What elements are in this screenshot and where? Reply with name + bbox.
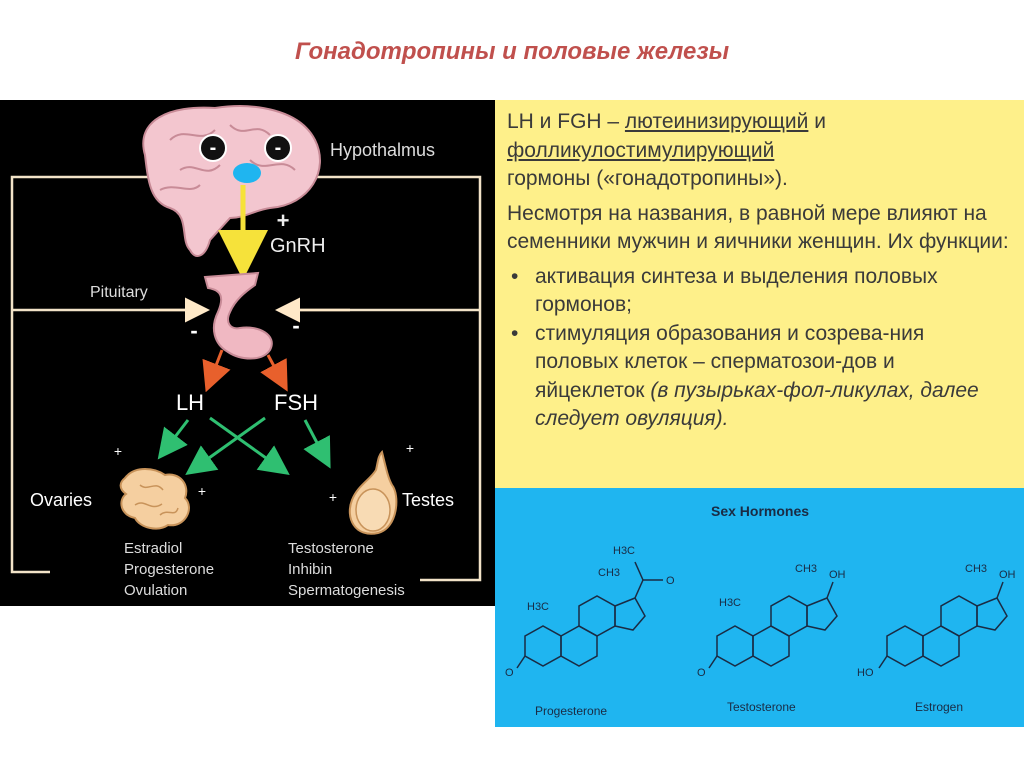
- hormone-diagram: - - Hypothalmus + GnRH Pituitary - - LH …: [0, 100, 495, 606]
- ovary-product: Ovulation: [124, 582, 187, 599]
- hormone-label: Testosterone: [727, 700, 796, 714]
- fsh-to-testes-arrow: [303, 419, 331, 469]
- lh-release-arrow: [202, 349, 231, 393]
- plus-sign: +: [329, 489, 337, 505]
- slide-title: Гонадотропины и половые железы: [294, 38, 730, 65]
- group-label: O: [697, 667, 706, 679]
- minus-sign: -: [210, 137, 217, 159]
- lh-to-ovaries-arrow: [157, 419, 190, 460]
- feedback-lines: [10, 175, 482, 582]
- pituitary-label: Pituitary: [90, 284, 148, 301]
- text-run: фолликулостимулирующий: [507, 138, 775, 162]
- brain-illustration: [142, 105, 321, 257]
- ovary-product: Progesterone: [124, 561, 214, 578]
- ovary-illustration: [119, 468, 190, 530]
- inhibit-icon-left: [199, 134, 227, 162]
- fsh-label: FSH: [274, 390, 318, 415]
- lh-to-testes-arrow: [209, 416, 290, 475]
- group-label: CH3: [598, 567, 620, 579]
- group-label: OH: [999, 569, 1016, 581]
- plus-sign: +: [406, 440, 414, 456]
- testis-product: Spermatogenesis: [288, 582, 405, 599]
- testosterone-structure: [708, 581, 838, 669]
- text-run: стимуляция образования и созрева-ния пол…: [535, 321, 925, 402]
- list-item: активация синтеза и выделения половых го…: [507, 263, 1010, 320]
- fsh-to-ovaries-arrow: [185, 416, 266, 475]
- fsh-release-arrow: [260, 354, 288, 392]
- hypothalamus-label: Hypothalmus: [330, 140, 435, 160]
- text-panel: LH и FGH – лютеинизирующий и фолликулост…: [495, 100, 1024, 488]
- ovaries-label: Ovaries: [30, 490, 92, 510]
- text-run: лютеинизирующий: [624, 110, 809, 133]
- inhibit-icon-right: [264, 134, 292, 162]
- minus-sign: -: [275, 137, 282, 159]
- progesterone-structure: [516, 561, 663, 669]
- group-label: H3C: [719, 597, 741, 609]
- function-list: активация синтеза и выделения половых го…: [507, 263, 1010, 434]
- group-label: OH: [829, 569, 846, 581]
- hormone-label: Progesterone: [535, 704, 607, 718]
- group-label: O: [666, 575, 675, 587]
- function-paragraph: Несмотря на названия, в равной мере влия…: [507, 201, 1009, 254]
- lh-label: LH: [176, 390, 204, 415]
- group-label: CH3: [795, 563, 817, 575]
- estrogen-structure: [878, 581, 1008, 669]
- group-label: O: [505, 667, 514, 679]
- hypothalamus-spot: [233, 163, 261, 183]
- plus-sign: +: [114, 443, 122, 459]
- hormone-label: Estrogen: [915, 700, 963, 714]
- testis-product: Inhibin: [288, 561, 332, 578]
- testes-label: Testes: [402, 490, 454, 510]
- text-run: гормоны («гонадотропины»).: [507, 167, 788, 191]
- group-label: H3C: [527, 601, 549, 613]
- group-label: CH3: [965, 563, 987, 575]
- minus-sign: -: [292, 313, 299, 338]
- list-item: стимуляция образования и созрева-ния пол…: [507, 320, 1010, 434]
- plus-sign: +: [277, 208, 290, 233]
- text-run: LH и FGH –: [507, 110, 625, 133]
- sex-hormones-panel: Sex Hormones H3C CH3 H3C O O Progesteron…: [495, 488, 1024, 727]
- group-label: HO: [857, 667, 874, 679]
- text-run: и: [808, 110, 826, 133]
- minus-sign: -: [190, 318, 197, 343]
- sex-hormones-title: Sex Hormones: [711, 503, 809, 519]
- text-run: (в пузырьках-фол-ликулах, далее следует …: [535, 378, 979, 431]
- group-label: H3C: [613, 545, 635, 557]
- definition-paragraph: LH и FGH – лютеинизирующий и фолликулост…: [507, 108, 1010, 194]
- gnrh-label: GnRH: [270, 235, 326, 257]
- ovary-product: Estradiol: [124, 540, 182, 557]
- pituitary-illustration: [203, 271, 273, 360]
- plus-sign: +: [198, 483, 206, 499]
- testis-product: Testosterone: [288, 540, 374, 557]
